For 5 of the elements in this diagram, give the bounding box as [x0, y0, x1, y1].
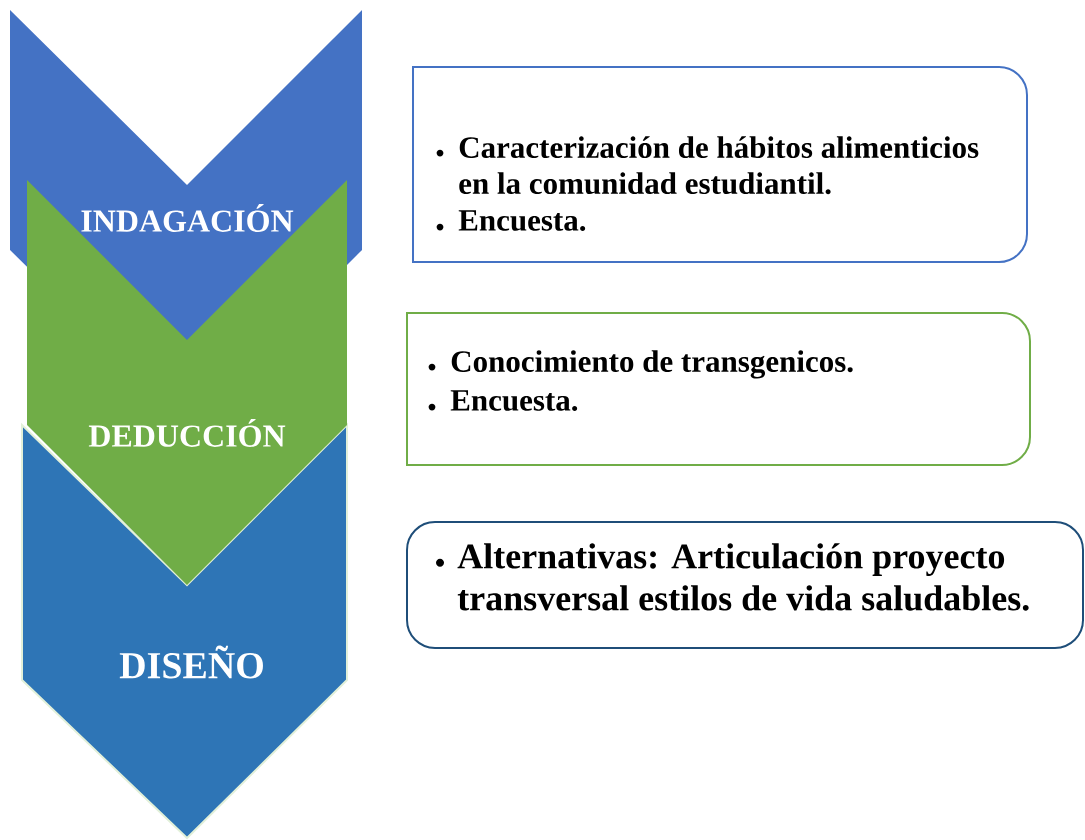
- bullet-item: Alternativas: Articulación proyecto transversal estilos de vida saludables.: [457, 543, 1029, 611]
- bullet-item: Encuesta.: [458, 210, 586, 231]
- bullet-item: Conocimiento de transgenicos.: [451, 350, 853, 379]
- bullet-item: Caracterización de hábitos alimenticios en la comunidad estudiantil.: [459, 136, 979, 195]
- bullet-item: Encuesta.: [450, 390, 578, 411]
